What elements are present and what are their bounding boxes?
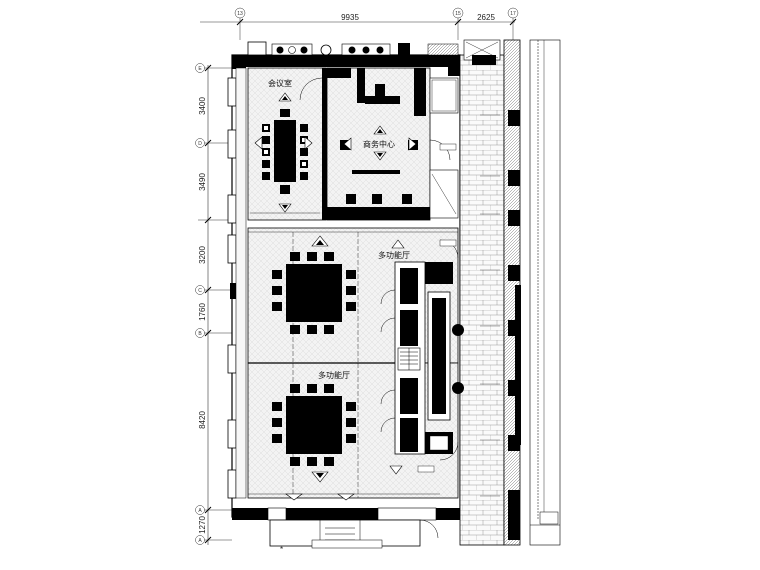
room-label-multi-upper: 多功能厅: [378, 250, 410, 260]
dim-top-2: 2625: [477, 13, 495, 22]
axis-label-left-4: B: [198, 331, 202, 337]
axis-marker-top-2: [452, 7, 464, 19]
axis-label-top-3: 17: [510, 11, 516, 17]
room-label-business: 商务中心: [363, 139, 395, 149]
axis-label-left-1: E: [198, 66, 202, 72]
multi-hall-lower: 多功能厅: [247, 362, 459, 501]
dim-left-4: 1760: [198, 303, 207, 321]
left-dimension: 3400 3490 3200 1760 8420 1270 E D C B A …: [195, 63, 232, 545]
axis-label-left-2: D: [198, 141, 202, 147]
axis-label-left-5: A: [198, 508, 202, 514]
dim-left-5: 8420: [198, 411, 207, 429]
axis-label-left-6: A: [198, 538, 202, 544]
axis-marker-top-1: [234, 7, 246, 19]
star-marker: *: [280, 545, 283, 554]
business-center: 商务中心: [326, 67, 459, 221]
top-dimension: 9935 2625 13 15 17: [200, 7, 519, 40]
dim-left-6: 1270: [198, 516, 207, 534]
dim-left-1: 3400: [198, 97, 207, 115]
dim-left-3: 3200: [198, 246, 207, 264]
meeting-table: [274, 120, 296, 182]
room-label-meeting: 会议室: [268, 78, 292, 88]
service-strip: [380, 239, 464, 473]
dim-left-2: 3490: [198, 173, 207, 191]
multi-hall-upper: 多功能厅: [247, 227, 459, 364]
stone-corridor: [459, 39, 505, 546]
axis-label-top-1: 13: [237, 11, 243, 17]
meeting-room: 会议室: [247, 67, 327, 221]
dim-top-1: 9935: [341, 13, 359, 22]
axis-marker-top-3: [507, 7, 519, 19]
axis-label-left-3: C: [198, 288, 202, 294]
corridor-tags: [480, 114, 500, 497]
axis-label-top-2: 15: [455, 11, 461, 17]
room-label-multi-lower: 多功能厅: [318, 370, 350, 380]
right-building: [503, 39, 561, 546]
upper-hall-table: [286, 264, 342, 322]
lower-hall-table: [286, 396, 342, 454]
